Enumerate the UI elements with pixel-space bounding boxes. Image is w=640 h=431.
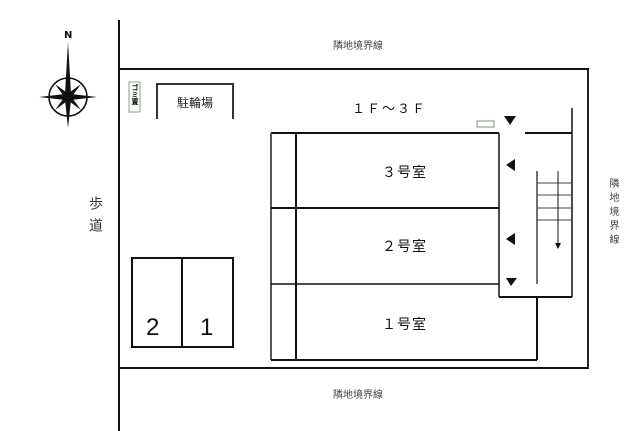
top-boundary-label: 隣地境界線 [333, 41, 383, 52]
meter-box [476, 120, 495, 128]
parking-space-1-label: 1 [200, 314, 214, 341]
right-boundary-label: 隣地境界線 [607, 178, 618, 248]
entrance-arrow-down-icon [506, 278, 517, 286]
compass-north-label: N [64, 30, 73, 41]
room-2-label: ２号室 [382, 239, 427, 255]
room-1-label: １号室 [382, 317, 427, 333]
garbage-label: ゴミ置 [131, 84, 139, 105]
entrance-arrow-left-icon [506, 159, 515, 171]
bicycle-parking-area [156, 83, 234, 119]
sidewalk-label: 歩道 [87, 196, 103, 240]
garbage-area [128, 81, 141, 113]
floors-label: １Ｆ～３Ｆ [352, 102, 428, 117]
staircase [499, 108, 573, 298]
stair-down-arrow-icon [555, 243, 561, 249]
entrance-arrow-down-icon [504, 116, 516, 125]
bicycle-parking-label: 駐輪場 [177, 96, 214, 110]
compass-rose-icon [39, 42, 97, 128]
building [270, 132, 538, 361]
car-parking [131, 257, 234, 348]
entrance-arrow-left-icon [506, 233, 515, 245]
site-boundary [119, 68, 589, 369]
parking-space-2-label: 2 [146, 314, 160, 341]
bottom-boundary-label: 隣地境界線 [333, 390, 383, 401]
room-3-label: ３号室 [382, 165, 427, 181]
